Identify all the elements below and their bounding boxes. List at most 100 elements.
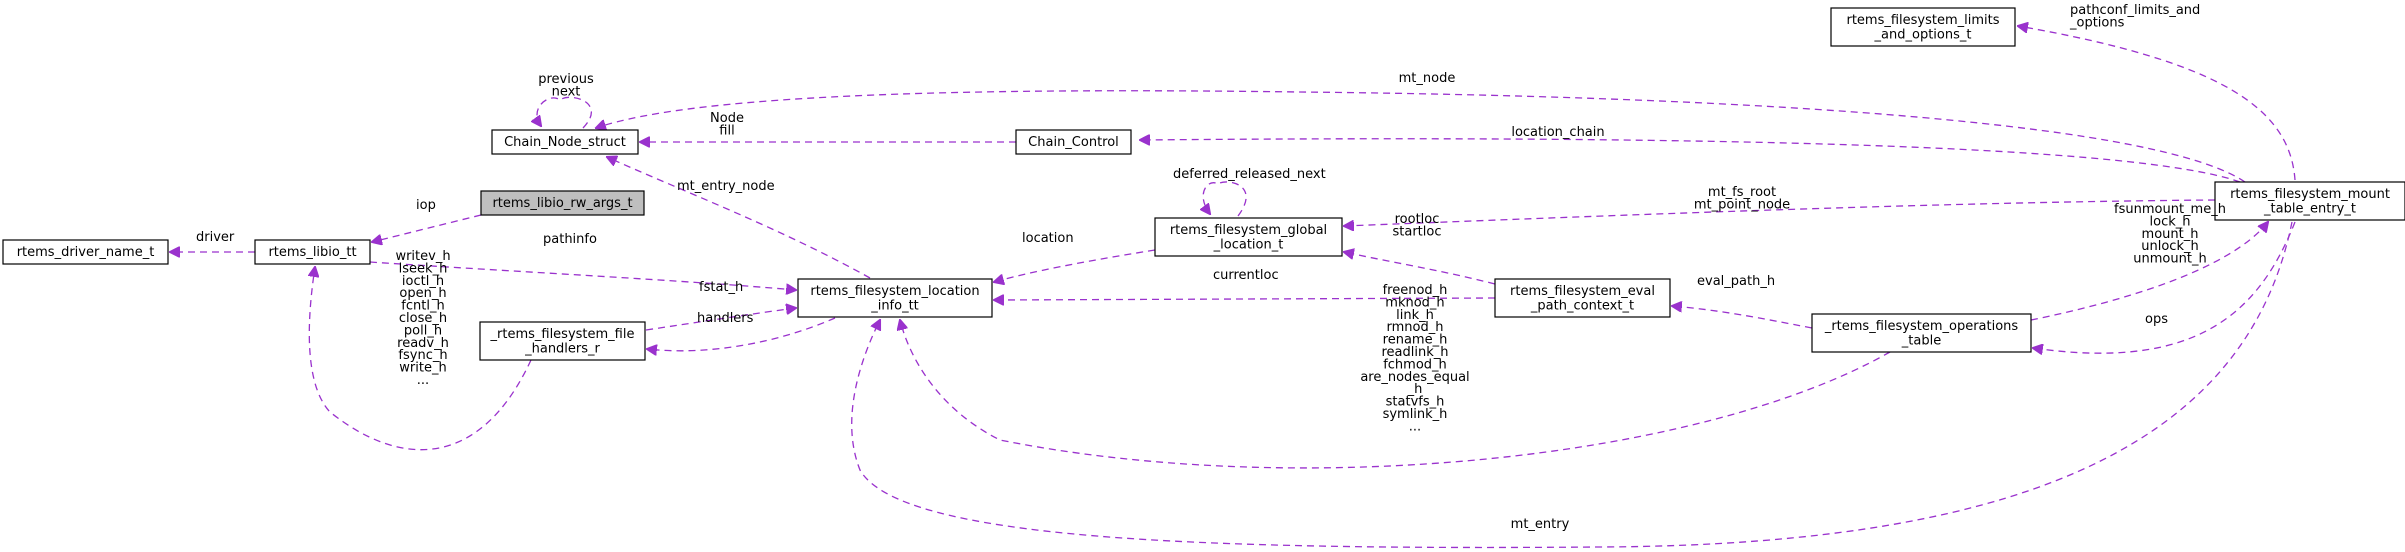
- edge-label-line: unmount_h: [2133, 252, 2206, 267]
- edge-rootloc: [1344, 252, 1496, 285]
- edge-label-line: _options: [2069, 15, 2125, 30]
- node-operations[interactable]: _rtems_filesystem_operations_table: [1811, 313, 2032, 353]
- edge-iop: [372, 214, 482, 242]
- edge-path-previous-next: [537, 96, 592, 129]
- edge-path-pathconf: [2018, 26, 2296, 181]
- edge-label-line: readv_h: [397, 336, 449, 351]
- edge-label-line: next: [552, 84, 581, 99]
- edge-label-line: fsunmount_me_h: [2114, 202, 2226, 217]
- edge-label-line: mt_entry_node: [677, 179, 775, 194]
- edge-path-rootloc: [1344, 252, 1496, 285]
- edge-label-line: lock_h: [2150, 214, 2191, 229]
- edge-label-line: unlock_h: [2141, 239, 2198, 254]
- edge-label-line: ...: [417, 373, 429, 388]
- nodes-layer: rtems_libio_rw_args_t Chain_Node_struct Ch…: [2, 7, 2405, 361]
- edge-previous-next: [537, 96, 592, 129]
- node-label: _path_context_t: [1530, 298, 1634, 313]
- node-label: rtems_libio_tt: [268, 245, 356, 260]
- node-label: rtems_filesystem_eval: [1510, 284, 1655, 299]
- node-location_info[interactable]: rtems_filesystem_location_info_tt: [797, 278, 993, 318]
- node-limits[interactable]: rtems_filesystem_limits_and_options_t: [1830, 7, 2016, 47]
- edge-path-handler-fns: [309, 267, 532, 451]
- edge-label-pathinfo: pathinfo: [543, 232, 597, 247]
- edge-label-pathconf: pathconf_limits_and_options: [2069, 3, 2200, 30]
- node-chain_control[interactable]: Chain_Control: [1015, 129, 1132, 155]
- edge-label-line: statvfs_h: [1386, 395, 1445, 410]
- edge-mt-entry: [851, 221, 2293, 549]
- edge-label-line: fill: [719, 123, 734, 138]
- edge-label-line: fchmod_h: [1383, 357, 1447, 372]
- edge-path-mt-entry-node: [607, 157, 871, 279]
- node-label: _handlers_r: [524, 341, 600, 356]
- node-mount_table[interactable]: rtems_filesystem_mount_table_entry_t: [2214, 181, 2405, 221]
- edge-path-op-fns: [900, 320, 1891, 469]
- edge-label-deferred: deferred_released_next: [1173, 167, 1326, 182]
- edge-label-line: link_h: [1396, 308, 1434, 323]
- edge-ops: [2033, 221, 2296, 353]
- node-box: [2, 239, 169, 265]
- edge-path-mt-entry: [851, 221, 2293, 549]
- node-box: [2214, 181, 2405, 221]
- node-label: rtems_filesystem_location: [810, 284, 979, 299]
- edge-path-ops: [2033, 221, 2296, 353]
- edge-label-handler-fns: writev_hlseek_hioctl_hopen_hfcntl_hclose…: [395, 249, 450, 388]
- edge-label-location: location: [1022, 231, 1074, 246]
- edge-label-line: iop: [416, 198, 436, 213]
- edge-label-line: fstat_h: [699, 280, 743, 295]
- edge-label-line: lseek_h: [399, 261, 448, 276]
- node-rw_args[interactable]: rtems_libio_rw_args_t: [480, 190, 645, 216]
- edge-label-line: ops: [2145, 312, 2168, 327]
- node-box: [479, 321, 646, 361]
- node-label: Chain_Node_struct: [504, 135, 626, 150]
- edge-fstat: [645, 308, 796, 331]
- edge-label-op-fns: freenod_hmknod_hlink_hrmnod_hrename_hrea…: [1360, 283, 1469, 434]
- node-global_location[interactable]: rtems_filesystem_global_location_t: [1154, 217, 1343, 257]
- node-driver_name[interactable]: rtems_driver_name_t: [2, 239, 169, 265]
- edge-path-iop: [372, 214, 482, 242]
- node-label: rtems_filesystem_limits: [1846, 13, 1999, 28]
- edge-label-mt-node: mt_node: [1399, 71, 1456, 86]
- node-box: [254, 239, 371, 265]
- edge-path-location-chain: [1140, 139, 2241, 183]
- node-box: [1154, 217, 1343, 257]
- node-label: _rtems_filesystem_file: [490, 327, 635, 342]
- node-label: _and_options_t: [1874, 27, 1972, 42]
- edge-label-line: mt_fs_root: [1708, 185, 1776, 200]
- edge-label-line: eval_path_h: [1697, 274, 1775, 289]
- edge-label-line: fcntl_h: [401, 299, 444, 314]
- edge-label-line: ...: [1409, 419, 1421, 434]
- edge-path-mt-node: [596, 90, 2246, 183]
- edge-label-currentloc: currentloc: [1213, 268, 1279, 283]
- node-label: rtems_driver_name_t: [17, 245, 155, 260]
- edge-label-line: currentloc: [1213, 268, 1279, 283]
- edge-deferred: [1203, 181, 1247, 217]
- edge-label-line: readlink_h: [1381, 345, 1448, 360]
- edge-label-line: mt_point_node: [1694, 197, 1790, 212]
- edge-label-line: ioctl_h: [402, 274, 444, 289]
- edge-label-line: Node: [710, 111, 744, 126]
- edge-label-line: deferred_released_next: [1173, 167, 1326, 182]
- node-libio[interactable]: rtems_libio_tt: [254, 239, 371, 265]
- edge-label-ops: ops: [2145, 312, 2168, 327]
- edge-pathinfo: [369, 261, 796, 290]
- node-box: [1811, 313, 2032, 353]
- edge-label-line: rename_h: [1383, 333, 1448, 348]
- edge-label-line: close_h: [399, 311, 447, 326]
- edge-label-line: rootloc: [1395, 212, 1440, 227]
- node-label: Chain_Control: [1028, 135, 1119, 150]
- node-label: _info_tt: [870, 298, 919, 313]
- edge-label-line: poll_h: [404, 323, 442, 338]
- edge-label-line: _h: [1407, 382, 1423, 397]
- node-eval_path[interactable]: rtems_filesystem_eval_path_context_t: [1494, 278, 1671, 318]
- edge-pathconf: [2018, 26, 2296, 181]
- edge-path-pathinfo: [369, 261, 796, 290]
- edge-label-line: rmnod_h: [1387, 320, 1444, 335]
- node-chain_node[interactable]: Chain_Node_struct: [491, 129, 639, 155]
- edge-label-line: previous: [538, 72, 594, 87]
- edge-label-line: are_nodes_equal: [1360, 370, 1469, 385]
- node-file_handlers[interactable]: _rtems_filesystem_file_handlers_r: [479, 321, 646, 361]
- node-label: rtems_filesystem_mount: [2230, 187, 2390, 202]
